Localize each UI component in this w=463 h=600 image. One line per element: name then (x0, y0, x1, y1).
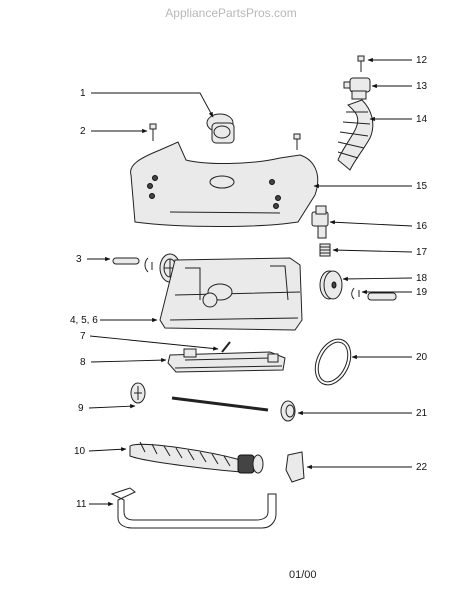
callout-13: 13 (416, 81, 428, 92)
callout-11: 11 (76, 499, 87, 510)
callout-4-5-6: 4, 5, 6 (70, 315, 98, 326)
part-14-hose (337, 99, 374, 171)
callout-17: 17 (416, 247, 428, 258)
leader-lines (87, 57, 413, 507)
part-15-hood (130, 141, 319, 227)
part-20-belt (314, 338, 352, 386)
part-1-hose-connector (206, 113, 235, 144)
callout-16: 16 (416, 221, 428, 232)
callout-8: 8 (80, 357, 86, 368)
callout-12: 12 (416, 55, 428, 66)
callout-20: 20 (416, 352, 428, 363)
part-11-bumper (110, 487, 277, 529)
part-12-screw (357, 55, 365, 72)
part-9-shaft (130, 382, 269, 412)
callout-14: 14 (416, 114, 428, 125)
callout-3: 3 (76, 254, 82, 265)
footer-code: 01/00 (289, 569, 317, 581)
part-19-axle (351, 287, 397, 301)
callout-15: 15 (416, 181, 428, 192)
callout-7: 7 (80, 331, 86, 342)
hood-screw (293, 133, 301, 150)
callout-9: 9 (78, 403, 84, 414)
part-10-brushroll (129, 441, 264, 474)
callout-22: 22 (416, 462, 428, 473)
part-21-end-cap (280, 400, 296, 422)
part-4-5-6-base (159, 257, 303, 331)
callout-21: 21 (416, 408, 428, 419)
callout-labels: 1 2 3 4, 5, 6 7 8 9 10 11 12 13 14 15 16… (70, 55, 428, 510)
callout-18: 18 (416, 273, 428, 284)
part-18-wheel (319, 270, 343, 300)
part-3-axle (112, 257, 153, 273)
watermark-text: AppliancePartsPros.com (165, 6, 296, 20)
callout-2: 2 (80, 126, 86, 137)
part-22-bracket (285, 451, 305, 483)
callout-10: 10 (74, 446, 86, 457)
part-16-switch (311, 205, 329, 239)
part-13-hose-coupling (343, 77, 371, 100)
callout-1: 1 (80, 88, 86, 99)
callout-19: 19 (416, 287, 428, 298)
part-17-spring (319, 243, 331, 257)
part-2-screw (149, 123, 157, 141)
part-7-pin (221, 341, 231, 353)
part-8-brush-housing (167, 348, 286, 373)
